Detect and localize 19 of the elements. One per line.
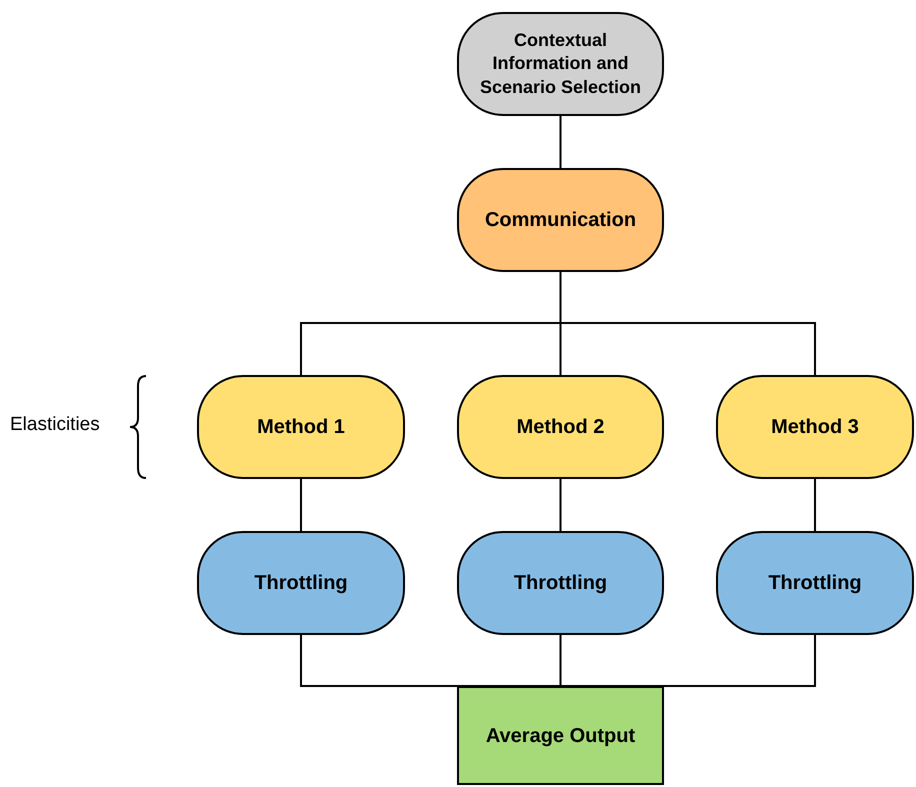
node-label: Throttling <box>514 571 608 596</box>
node-label: Throttling <box>768 571 862 596</box>
node-label: Method 1 <box>257 415 345 440</box>
connector-line <box>814 479 816 531</box>
connector-line <box>560 116 562 168</box>
node-label: Average Output <box>486 724 636 748</box>
node-label: Communication <box>484 208 636 233</box>
connector-line <box>560 635 562 686</box>
node-label: Contextual Information and Scenario Selection <box>478 28 642 99</box>
connector-line <box>300 479 302 531</box>
node-label: Method 3 <box>771 415 859 440</box>
connector-line <box>560 479 562 531</box>
side-label: Elasticities <box>10 414 100 436</box>
output-box <box>457 686 664 785</box>
connector-line <box>560 635 816 687</box>
connector-line <box>300 635 562 687</box>
node-label: Method 2 <box>516 415 604 440</box>
connector-line <box>560 272 816 375</box>
node-label: Throttling <box>254 571 348 596</box>
